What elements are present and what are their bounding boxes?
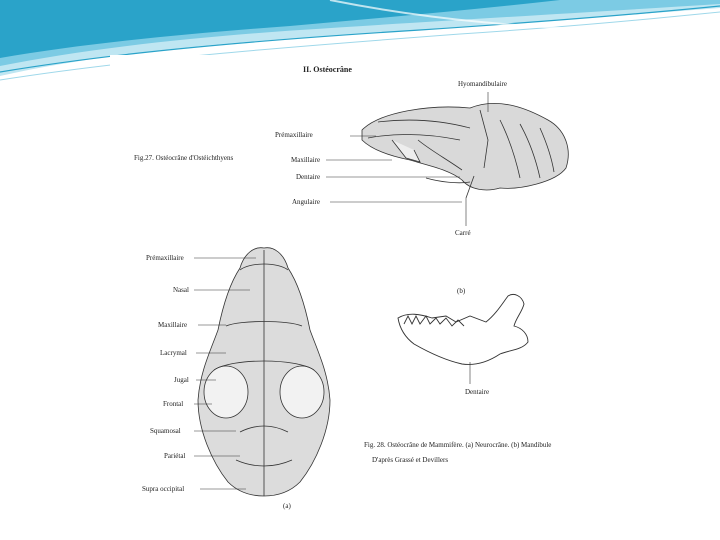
mammal-skull-drawing — [198, 248, 330, 496]
fig27-caption: Fig.27. Ostéocrâne d'Ostéichthyens — [134, 154, 233, 162]
label-squamosal: Squamosal — [150, 427, 181, 435]
label-premaxillaire-mammal: Prémaxillaire — [146, 254, 184, 262]
label-nasal: Nasal — [173, 286, 189, 294]
label-frontal: Frontal — [163, 400, 183, 408]
label-dentaire-fish: Dentaire — [296, 173, 320, 181]
label-part-a: (a) — [283, 502, 291, 510]
fig28-caption: Fig. 28. Ostéocrâne de Mammifère. (a) Ne… — [364, 441, 551, 449]
label-lacrymal: Lacrymal — [160, 349, 187, 357]
label-parietal: Pariétal — [164, 452, 185, 460]
section-heading: II. Ostéocrâne — [303, 66, 352, 74]
fig28-credit: D'après Grassé et Devillers — [372, 456, 448, 464]
label-part-b: (b) — [457, 287, 465, 295]
label-jugal: Jugal — [174, 376, 189, 384]
label-premaxillaire-fish: Prémaxillaire — [275, 131, 313, 139]
label-maxillaire-mammal: Maxillaire — [158, 321, 187, 329]
label-hyomandibulaire: Hyomandibulaire — [458, 80, 507, 88]
label-carre-fish: Carré — [455, 229, 471, 237]
mandible-drawing — [398, 294, 528, 364]
label-dentaire-mandible: Dentaire — [465, 388, 489, 396]
label-supra-occipital: Supra occipital — [142, 485, 184, 493]
label-angulaire-fish: Angulaire — [292, 198, 320, 206]
fish-skull-drawing — [362, 103, 568, 198]
label-maxillaire-fish: Maxillaire — [291, 156, 320, 164]
